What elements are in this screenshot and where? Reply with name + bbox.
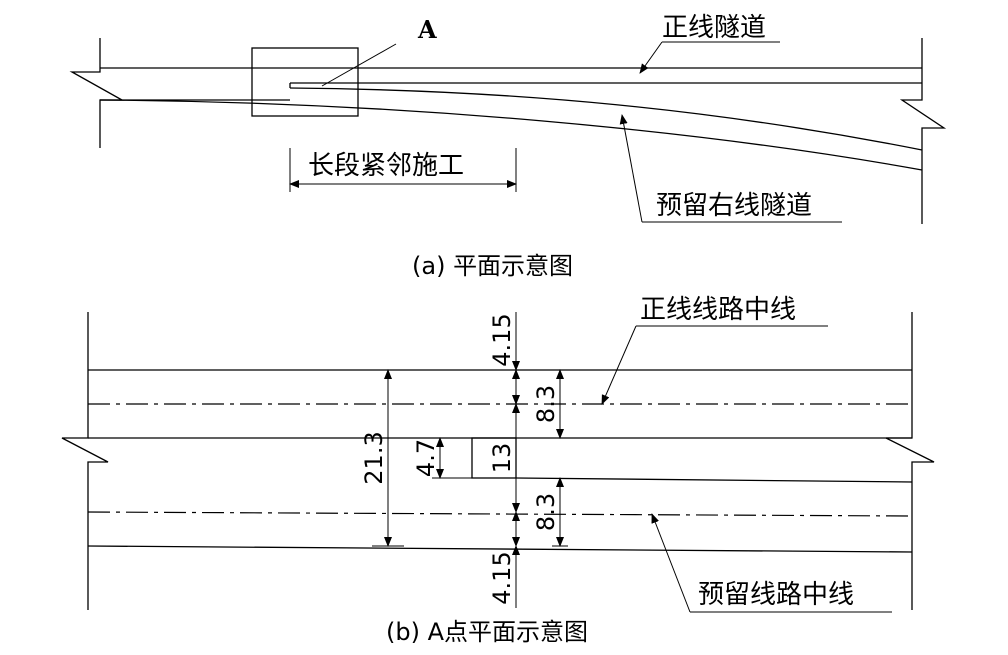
marker-a-leader [321, 43, 397, 87]
dim-lower-half: 8.3 [532, 493, 560, 531]
dim-upper-half: 8.3 [532, 385, 560, 423]
reserved-tunnel-outer-line [99, 99, 923, 171]
right-break-line-b [885, 312, 935, 610]
reserved-outer-wall [87, 545, 913, 553]
reserved-tunnel-leader [619, 114, 643, 223]
main-tunnel-leader [639, 41, 663, 74]
marker-a-label: A [417, 15, 437, 44]
dim-top-offset: 4.15 [488, 313, 516, 366]
reserved-centerline-leader [651, 513, 691, 613]
panel-b-caption: (b) A点平面示意图 [386, 618, 588, 646]
adjacent-span-label: 长段紧邻施工 [308, 151, 464, 181]
panel-b-detail: 21.3 4.7 4.15 13 4.15 8.3 8.3 正线线路中线 预留线… [61, 295, 935, 646]
left-break-line-b [61, 312, 109, 610]
main-centerline-label: 正线线路中线 [640, 295, 796, 325]
reserved-centerline [87, 511, 913, 517]
main-centerline-leader [601, 325, 637, 405]
reserved-tunnel-inner-line [289, 87, 923, 151]
dim-span: 13 [488, 443, 516, 474]
main-tunnel-label: 正线隧道 [662, 13, 766, 43]
reserved-centerline-label: 预留线路中线 [698, 580, 854, 610]
dim-total-width: 21.3 [360, 431, 388, 484]
dim-bottom-offset: 4.15 [488, 551, 516, 604]
reserved-inner-wall [515, 477, 913, 483]
reserved-tunnel-label: 预留右线隧道 [656, 191, 812, 221]
panel-a-caption: (a) 平面示意图 [412, 252, 573, 280]
right-break-line-a [899, 38, 947, 224]
left-break-line-a [69, 38, 125, 148]
detail-box-a [251, 47, 359, 117]
dim-pillar-width: 4.7 [412, 439, 440, 477]
panel-a-plan: A 正线隧道 长段紧邻施工 预留右线隧道 (a) 平面示意图 [69, 13, 947, 280]
